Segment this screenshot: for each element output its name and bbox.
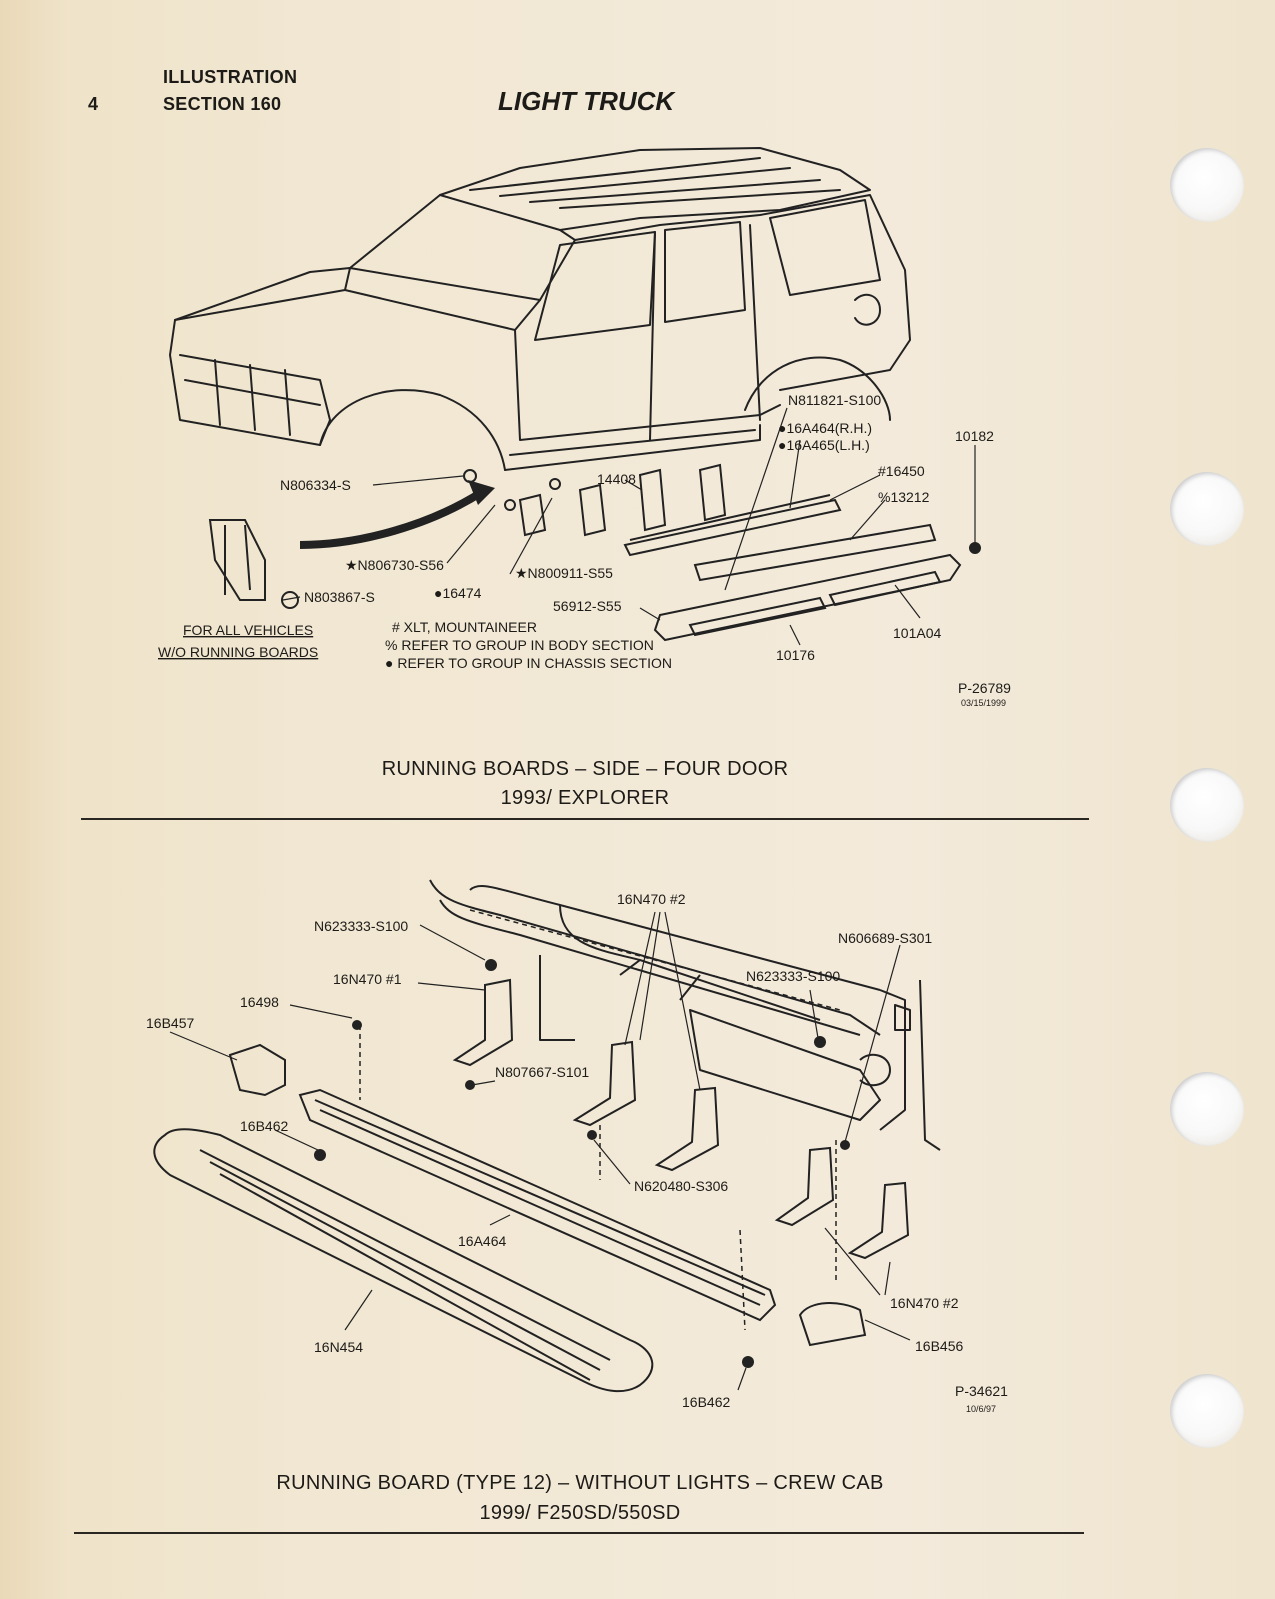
label-10182: 10182 bbox=[955, 428, 994, 444]
fasteners bbox=[314, 959, 850, 1368]
label-16b462-top: 16B462 bbox=[240, 1118, 288, 1134]
label-n806334: N806334-S bbox=[280, 477, 351, 493]
figure2-reference: P-34621 bbox=[955, 1383, 1008, 1399]
running-board-parts bbox=[463, 463, 981, 642]
bottom-divider bbox=[74, 1532, 1084, 1534]
step-pad bbox=[153, 1128, 654, 1393]
legend-xlt: # XLT, MOUNTAINEER bbox=[392, 619, 537, 635]
crew-cab-body-outline bbox=[429, 879, 941, 1151]
figure2-caption-line1: RUNNING BOARD (TYPE 12) – WITHOUT LIGHTS… bbox=[276, 1472, 884, 1494]
label-14408: 14408 bbox=[597, 471, 636, 487]
binder-hole bbox=[1170, 1072, 1244, 1146]
arrow-curve bbox=[299, 488, 485, 549]
bumper-detail bbox=[208, 519, 299, 609]
label-16n470-1: 16N470 #1 bbox=[333, 971, 402, 987]
legend-body-section: % REFER TO GROUP IN BODY SECTION bbox=[385, 637, 654, 653]
explorer-vehicle-outline bbox=[169, 147, 911, 471]
leader-lines bbox=[282, 407, 976, 646]
figure2-caption-line2: 1999/ F250SD/550SD bbox=[479, 1502, 681, 1524]
end-cap-16b456 bbox=[798, 1302, 867, 1347]
binder-hole bbox=[1170, 1374, 1244, 1448]
label-16b462-bottom: 16B462 bbox=[682, 1394, 730, 1410]
legend-chassis-section: ● REFER TO GROUP IN CHASSIS SECTION bbox=[385, 655, 672, 671]
note-all-vehicles-1: FOR ALL VEHICLES bbox=[183, 622, 313, 638]
label-16n454: 16N454 bbox=[314, 1339, 363, 1355]
step-bar bbox=[298, 1088, 777, 1322]
binder-hole bbox=[1170, 768, 1244, 842]
label-n623333-left: N623333-S100 bbox=[314, 918, 408, 934]
label-16a464: 16A464 bbox=[458, 1233, 506, 1249]
label-n811821: N811821-S100 bbox=[788, 392, 881, 408]
label-16a464-rh: ●16A464(R.H.) bbox=[778, 420, 872, 436]
label-n623333-right: N623333-S100 bbox=[746, 968, 840, 984]
page-number: 4 bbox=[88, 94, 99, 114]
label-n807667: N807667-S101 bbox=[495, 1064, 589, 1080]
label-16n470-2-bottom: 16N470 #2 bbox=[890, 1295, 959, 1311]
label-n803867: N803867-S bbox=[304, 589, 375, 605]
label-13212: %13212 bbox=[878, 489, 930, 505]
label-16b457: 16B457 bbox=[146, 1015, 194, 1031]
figure1-reference: P-26789 bbox=[958, 680, 1011, 696]
arrow-head bbox=[468, 480, 495, 505]
brackets bbox=[452, 978, 910, 1260]
label-n620480: N620480-S306 bbox=[634, 1178, 728, 1194]
label-16n470-2-top: 16N470 #2 bbox=[617, 891, 686, 907]
figure-divider bbox=[81, 818, 1089, 820]
label-n606689: N606689-S301 bbox=[838, 930, 932, 946]
leader-lines-figure2 bbox=[169, 911, 911, 1391]
header-illustration: ILLUSTRATION bbox=[163, 67, 298, 87]
label-16474: ●16474 bbox=[434, 585, 482, 601]
label-16450: #16450 bbox=[878, 463, 925, 479]
binder-hole bbox=[1170, 148, 1244, 222]
label-16498: 16498 bbox=[240, 994, 279, 1010]
figure2-reference-date: 10/6/97 bbox=[966, 1404, 996, 1414]
binder-hole bbox=[1170, 472, 1244, 546]
figure1-caption-line2: 1993/ EXPLORER bbox=[500, 787, 670, 809]
label-16b456: 16B456 bbox=[915, 1338, 963, 1354]
figure1-reference-date: 03/15/1999 bbox=[961, 698, 1006, 708]
label-56912: 56912-S55 bbox=[553, 598, 622, 614]
header-section: SECTION 160 bbox=[163, 94, 282, 114]
page-title: LIGHT TRUCK bbox=[498, 86, 675, 116]
label-n800911: ★N800911-S55 bbox=[515, 565, 613, 581]
label-101a04: 101A04 bbox=[893, 625, 941, 641]
label-n806730: ★N806730-S56 bbox=[345, 557, 444, 573]
label-16a465-lh: ●16A465(L.H.) bbox=[778, 437, 870, 453]
label-10176: 10176 bbox=[776, 647, 815, 663]
figure1-caption-line1: RUNNING BOARDS – SIDE – FOUR DOOR bbox=[381, 758, 789, 780]
end-cap-16b457 bbox=[228, 1043, 286, 1097]
note-all-vehicles-2: W/O RUNNING BOARDS bbox=[158, 644, 318, 660]
